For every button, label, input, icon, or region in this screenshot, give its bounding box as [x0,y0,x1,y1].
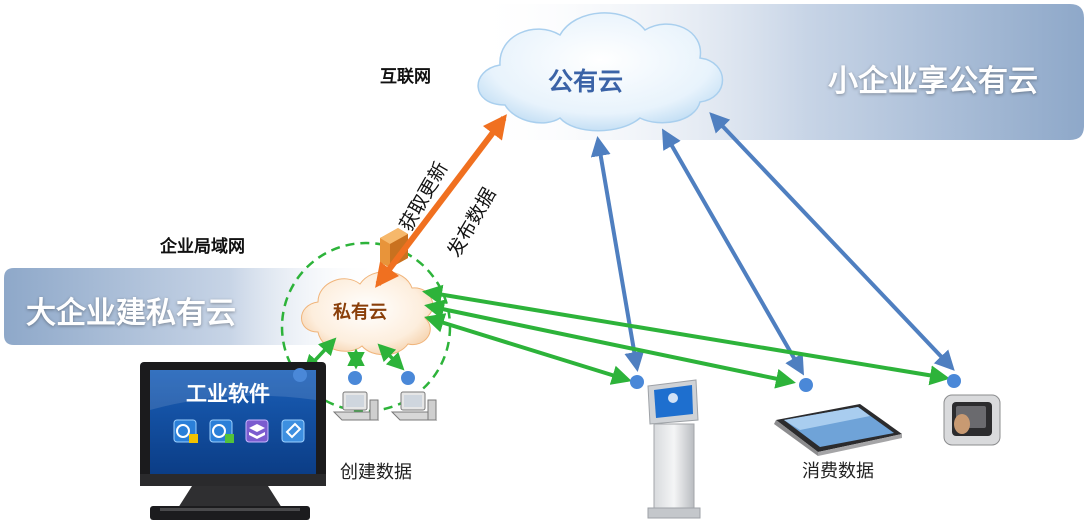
blue-arrow-kiosk [590,136,645,372]
private-cloud-banner-shape [4,268,380,345]
kiosk-terminal-icon [647,379,701,519]
monitor-title: 工业软件 [186,382,270,406]
public-cloud-shape [477,12,724,132]
public-cloud-banner-label: 小企业享公有云 [828,64,1038,99]
green-arrow-kiosk [424,313,632,385]
software-m-icon [173,419,198,443]
node-pc1 [348,371,362,385]
tablet-icon [774,404,902,456]
node-kiosk [630,375,644,389]
internet-label: 互联网 [380,67,431,87]
handheld-device-icon [943,394,1001,446]
software-layers-icon [245,419,269,443]
blue-arrow-phone [709,112,955,371]
node-tablet [799,378,813,392]
consume-data-label: 消费数据 [802,461,874,482]
node-monitor [293,368,307,382]
software-tag-icon [281,419,305,443]
node-phone [947,374,961,388]
create-data-label: 创建数据 [340,462,412,483]
public-cloud-label: 公有云 [548,67,624,96]
node-pc2 [401,371,415,385]
green-arrow-phone [422,284,950,386]
desktop-pc-icon-2 [390,391,438,421]
private-cloud-banner-label: 大企业建私有云 [26,296,236,331]
orange-sync-arrow [375,114,507,288]
enterprise-lan-label: 企业局域网 [160,237,245,257]
desktop-pc-icon-1 [332,391,380,421]
private-cloud-label: 私有云 [333,302,387,323]
green-arrow-pc2 [377,343,405,371]
software-p-icon [209,419,234,443]
